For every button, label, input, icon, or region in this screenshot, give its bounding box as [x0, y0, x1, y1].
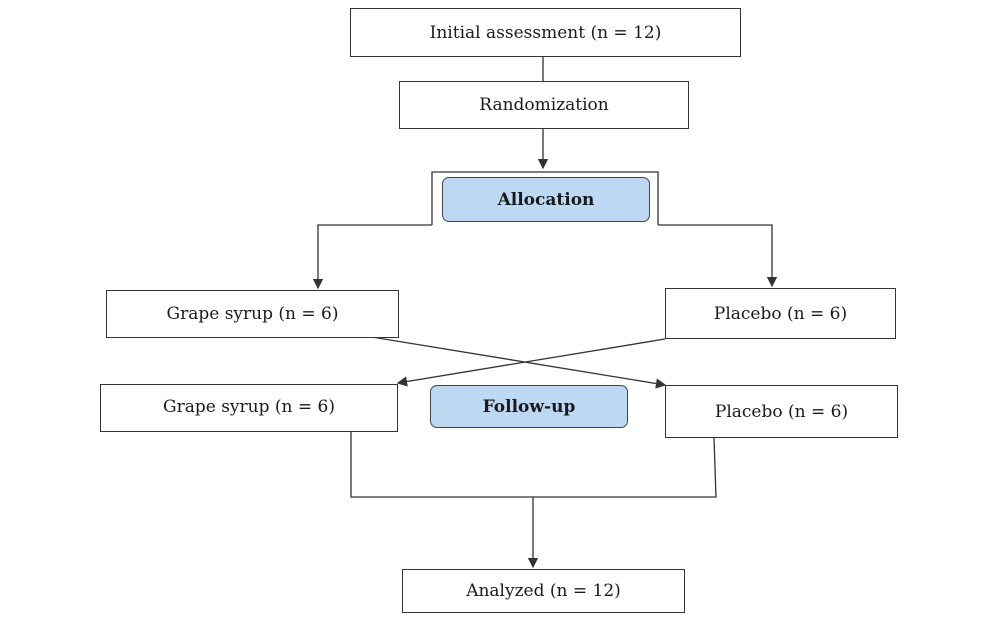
arrow-placebo-to-grape	[396, 338, 666, 387]
arrow-allocation-grape	[312, 224, 432, 290]
arrow-allocation-placebo	[658, 224, 778, 288]
arrow-grape-to-placebo	[371, 336, 667, 389]
randomization-label: Randomization	[479, 95, 609, 115]
initial-assessment-box: Initial assessment (n = 12)	[350, 8, 741, 57]
placebo-allocation-label: Placebo (n = 6)	[713, 303, 848, 324]
grape-syrup-followup-label: Grape syrup (n = 6)	[163, 397, 335, 417]
analyzed-label: Analyzed (n = 12)	[466, 581, 621, 601]
grape-syrup-allocation-box: Grape syrup (n = 6)	[106, 290, 399, 338]
initial-assessment-label: Initial assessment (n = 12)	[429, 22, 662, 43]
grape-syrup-followup-box: Grape syrup (n = 6)	[100, 384, 398, 432]
allocation-label: Allocation	[497, 189, 595, 210]
merge-bracket	[350, 432, 717, 498]
placebo-followup-label: Placebo (n = 6)	[714, 401, 849, 422]
followup-phase-box: Follow-up	[430, 385, 628, 428]
allocation-bracket	[431, 171, 659, 225]
placebo-followup-box: Placebo (n = 6)	[665, 385, 898, 438]
placebo-allocation-box: Placebo (n = 6)	[665, 288, 896, 339]
analyzed-box: Analyzed (n = 12)	[402, 569, 685, 613]
allocation-phase-box: Allocation	[442, 177, 650, 222]
grape-syrup-allocation-label: Grape syrup (n = 6)	[166, 304, 339, 324]
followup-label: Follow-up	[482, 396, 576, 417]
randomization-box: Randomization	[399, 81, 689, 129]
